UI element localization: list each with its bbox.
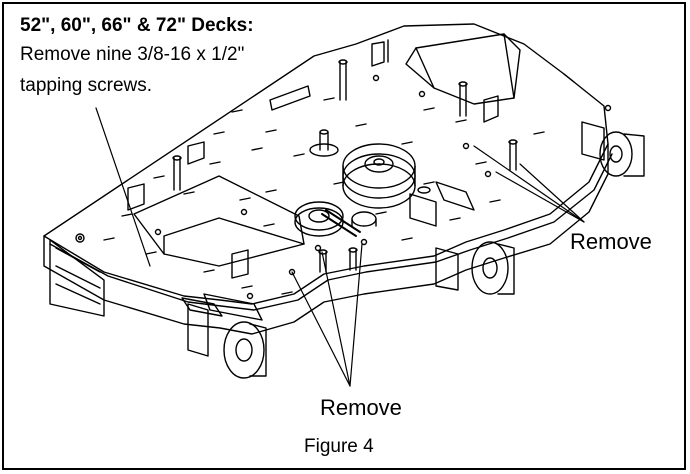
leader-lines [95, 107, 585, 387]
deck-outline [43, 23, 609, 305]
screw-holes [75, 74, 612, 300]
callout-heading: 52", 60", 66" & 72" Decks: [20, 15, 254, 36]
large-pulley [342, 143, 416, 209]
spindle-post [309, 129, 339, 157]
figure-frame: 52", 60", 66" & 72" Decks: Remove nine 3… [2, 2, 686, 470]
rear-baffle [405, 33, 521, 105]
caster-wheel-front [181, 297, 267, 379]
posts [172, 59, 518, 273]
remove-label-bottom: Remove [320, 395, 402, 420]
deck-slots [103, 73, 575, 295]
left-bumper [203, 293, 263, 321]
callout-instruction-line-1: Remove nine 3/8-16 x 1/2" [20, 44, 245, 65]
discharge-baffle [133, 175, 305, 267]
deck-rim [49, 153, 613, 311]
callout-instruction-line-2: tapping screws. [20, 75, 153, 96]
caster-wheel-right [435, 241, 515, 295]
remove-label-right: Remove [570, 229, 652, 254]
figure-caption: Figure 4 [304, 436, 374, 457]
left-shield [49, 239, 105, 317]
brackets [127, 39, 499, 279]
small-pulley [294, 201, 377, 237]
mower-deck-illustration [43, 23, 645, 387]
caster-wheel-rear [581, 121, 645, 177]
deck-skirt [43, 143, 609, 335]
